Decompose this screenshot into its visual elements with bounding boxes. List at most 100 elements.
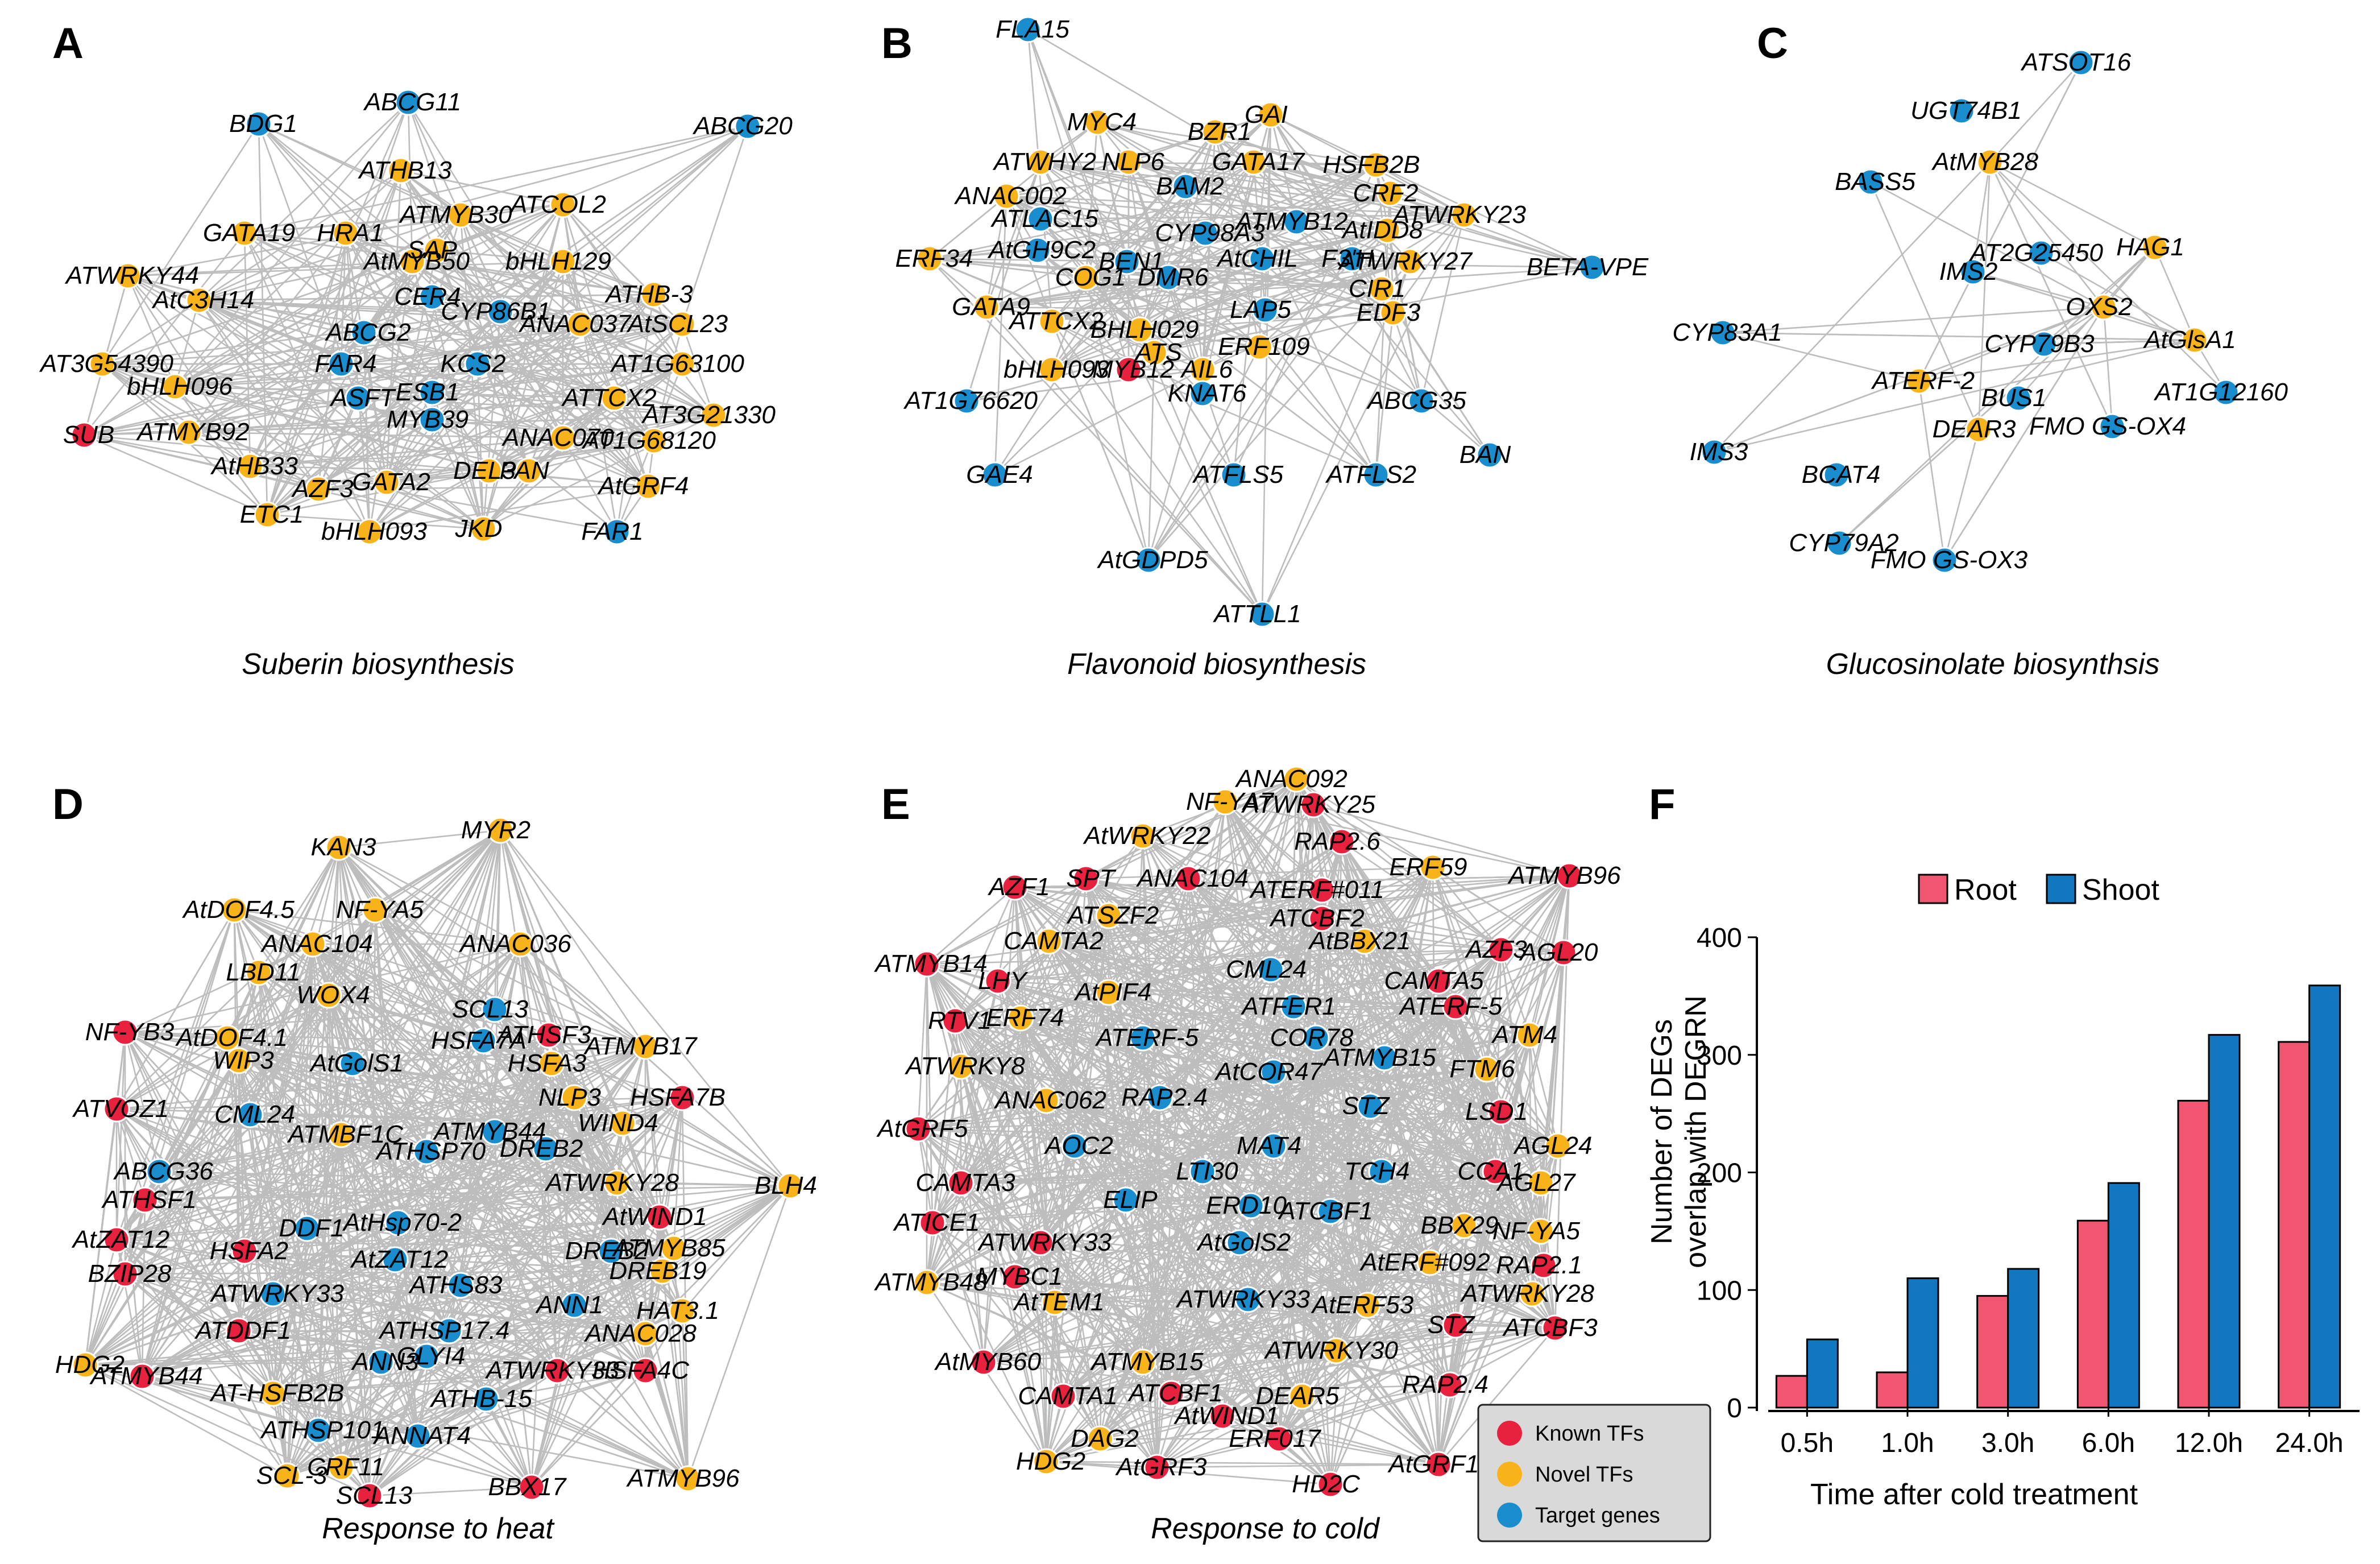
network-edge (1051, 131, 1216, 322)
network-node (1376, 180, 1404, 207)
y-axis-label-line2: overlap with DEGRN (1680, 995, 1713, 1268)
network-edge (198, 214, 461, 301)
network-edge (482, 261, 564, 529)
y-axis-label-line1: Number of DEGs (1645, 1019, 1678, 1244)
network-node-label: GATA17 (1212, 148, 1305, 176)
network-edge (127, 260, 563, 277)
network-edge (1051, 321, 1263, 615)
network-edge (266, 102, 409, 515)
network-node-label: ANAC028 (583, 1319, 696, 1347)
panel-letter-e: E (881, 780, 910, 829)
network-node-label: ERF74 (986, 1004, 1064, 1032)
network-node (114, 262, 142, 289)
bar-root (2278, 1041, 2311, 1409)
network-node-label: ATCBF3 (1502, 1314, 1598, 1342)
network-node-label: AtGDPD5 (1096, 546, 1208, 574)
network-edge (400, 170, 501, 312)
network-node (916, 245, 943, 272)
network-node (640, 427, 667, 454)
network-node-label: ATFLS5 (1192, 461, 1284, 489)
network-edge (528, 324, 581, 471)
network-node-label: HSFA4C (592, 1356, 690, 1384)
legend-label-target: Target genes (1535, 1504, 1660, 1528)
network-edge (1006, 195, 1394, 314)
network-node-label: ATWHY2 (992, 148, 1096, 176)
network-edge (1714, 339, 2195, 453)
network-node (981, 461, 1009, 489)
network-node-label: WIP3 (213, 1046, 274, 1074)
network-edge (483, 414, 714, 530)
network-edge (127, 275, 251, 467)
network-node (1823, 461, 1850, 489)
bar-shoot (2308, 984, 2341, 1409)
network-node (332, 220, 359, 247)
network-node-label: ERF109 (1218, 333, 1309, 361)
network-edge (1296, 164, 1376, 223)
network-edge (1147, 346, 1261, 561)
network-edge (1989, 162, 2105, 308)
y-tick-label: 400 (1697, 923, 1742, 953)
network-edge (1036, 250, 1130, 370)
bar-shoot (1806, 1338, 1839, 1409)
network-node (1338, 245, 1366, 272)
network-node-label: AtMYB60 (934, 1348, 1041, 1376)
network-edge (1972, 271, 2104, 308)
network-node (1249, 601, 1276, 628)
network-edge (2043, 339, 2195, 345)
network-node-label: AtIDD8 (1341, 216, 1423, 244)
network-edge (1722, 332, 1919, 382)
network-edge (188, 204, 563, 433)
network-edge (412, 260, 615, 399)
network-node (305, 475, 332, 503)
network-node (1976, 148, 2004, 176)
network-node-label: MAT4 (1237, 1132, 1301, 1160)
network-node-label: DEAR3 (1933, 415, 2016, 443)
network-edge (412, 260, 683, 325)
network-node (175, 419, 202, 446)
network-edge (2018, 247, 2155, 399)
network-node-label: ATMYB12 (1234, 208, 1347, 235)
network-edge (1722, 306, 2104, 334)
network-edge (483, 363, 683, 530)
network-edge (1006, 195, 1465, 216)
network-node-label: bHLH096 (127, 373, 233, 400)
network-edge (83, 233, 246, 436)
network-edge (258, 123, 347, 234)
network-edge (266, 214, 462, 515)
network-node-label: BASS5 (1835, 168, 1915, 196)
network-node (1192, 220, 1219, 247)
network-node-label: ABCG36 (113, 1157, 213, 1185)
network-node-label: ATS (1134, 338, 1182, 366)
network-edge (1989, 161, 2155, 249)
network-edge (400, 170, 649, 487)
legend-label-known: Known TFs (1535, 1422, 1644, 1446)
network-edge (1040, 218, 1394, 314)
network-node (1257, 101, 1284, 129)
network-node-label: MYR2 (461, 816, 530, 844)
network-node (254, 501, 281, 528)
network-node (603, 518, 631, 545)
network-node (1115, 148, 1142, 176)
network-edge (482, 311, 501, 529)
network-edge (1128, 369, 1376, 476)
network-node-label: ATHSP17.4 (378, 1317, 509, 1344)
network-edge (986, 306, 1266, 311)
network-edge (1714, 162, 1991, 453)
network-node-label: AtSCL23 (626, 310, 728, 338)
legend-swatch-root (1918, 874, 1948, 904)
network-edge (1214, 131, 1377, 475)
network-edge (1051, 233, 1206, 370)
network-edge (345, 233, 388, 483)
network-node (734, 113, 761, 140)
network-edge (1375, 164, 1465, 216)
caption-glucosinolate: Glucosinolate biosynthsis (1826, 648, 2160, 681)
network-node (418, 406, 446, 433)
network-node (89, 350, 116, 378)
network-node-label: ATWRKY33 (977, 1228, 1112, 1256)
network-node (1084, 109, 1111, 136)
network-node (1251, 296, 1279, 324)
network-node-label: ATWRKY28 (1459, 1280, 1594, 1308)
network-node-label: ATMYB15 (1322, 1044, 1436, 1071)
network-node-label: ATMYB14 (873, 950, 987, 978)
